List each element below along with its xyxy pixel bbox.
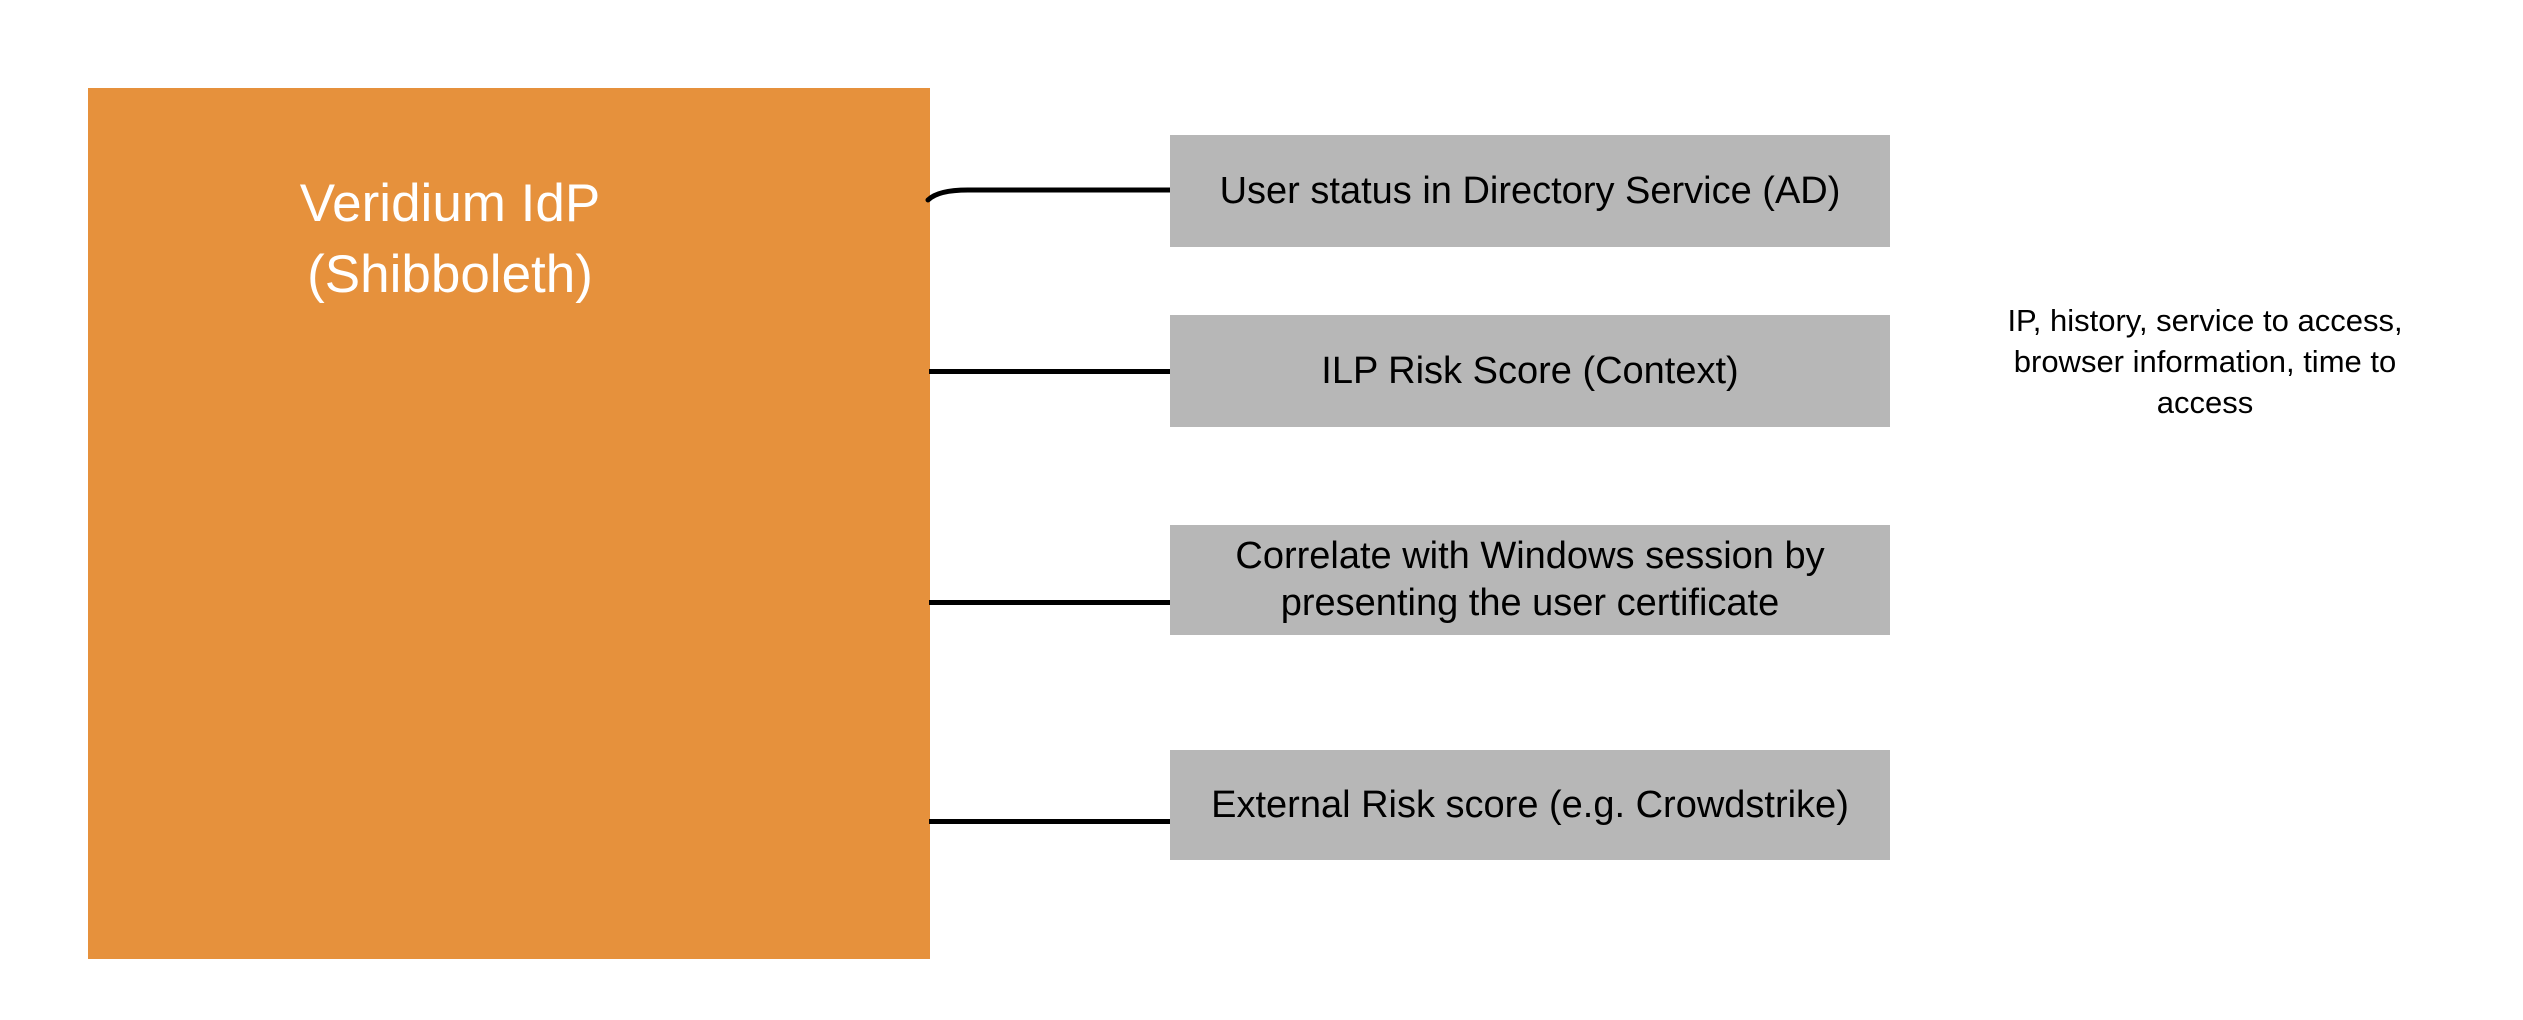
idp-title-line-2: (Shibboleth) [307, 245, 593, 304]
context-annotation-line-1: IP, history, service to access, [2007, 303, 2403, 338]
factor-box-windows-session: Correlate with Windows session by presen… [1170, 525, 1890, 635]
connector-line-3 [929, 600, 1171, 605]
factor-box-windows-session-label: Correlate with Windows session by presen… [1235, 535, 1825, 624]
connector-line-1 [925, 187, 1174, 203]
factor-box-external-risk-score-label: External Risk score (e.g. Crowdstrike) [1211, 783, 1849, 826]
connector-line-2 [929, 369, 1171, 374]
idp-shape: Veridium IdP (Shibboleth) [88, 88, 930, 959]
factor-box-user-status-label: User status in Directory Service (AD) [1219, 169, 1841, 212]
factor-box-ilp-risk-score-label: ILP Risk Score (Context) [1321, 349, 1739, 392]
idp-title-line-1: Veridium IdP [299, 174, 601, 233]
factor-box-external-risk-score: External Risk score (e.g. Crowdstrike) [1170, 750, 1890, 860]
idp-title: Veridium IdP (Shibboleth) [150, 168, 750, 310]
context-annotation-line-2: browser information, time to [2013, 344, 2397, 379]
context-annotation-line-3: access [2156, 385, 2254, 420]
context-annotation: IP, history, service to access, browser … [1975, 300, 2435, 423]
connector-line-4 [929, 819, 1171, 824]
factor-box-user-status: User status in Directory Service (AD) [1170, 135, 1890, 247]
factor-box-ilp-risk-score: ILP Risk Score (Context) [1170, 315, 1890, 427]
